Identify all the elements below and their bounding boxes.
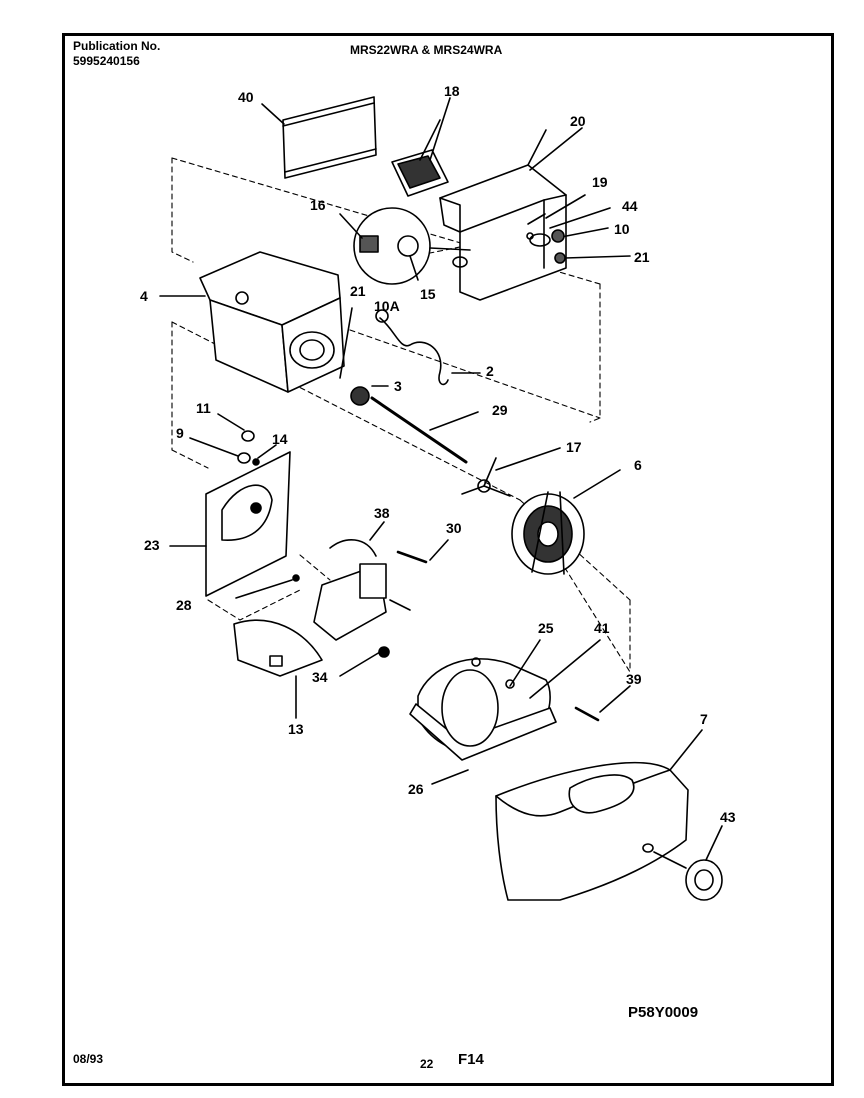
part-label-39: 39 <box>626 671 642 687</box>
motor-wiring <box>340 308 480 405</box>
part-label-20: 20 <box>570 113 586 129</box>
part-38-solenoid <box>314 522 410 657</box>
part-21-nut <box>552 230 630 263</box>
part-label-4: 4 <box>140 288 148 304</box>
part-label-10a: 10A <box>374 298 400 314</box>
part-label-9: 9 <box>176 425 184 441</box>
part-label-25: 25 <box>538 620 554 636</box>
part-29-shaft <box>372 398 478 462</box>
part-18-switch <box>392 120 448 196</box>
part-label-6: 6 <box>634 457 642 473</box>
part-17-blade <box>462 448 560 496</box>
part-28-screw <box>236 575 299 598</box>
page-number: 22 <box>420 1057 434 1071</box>
section-code: F14 <box>458 1051 484 1068</box>
part-20-housing <box>440 130 566 300</box>
washers-11-9-14 <box>190 414 276 465</box>
part-label-23: 23 <box>144 537 160 553</box>
part-label-43: 43 <box>720 809 736 825</box>
part-23-plate <box>170 452 290 596</box>
part-6-wheel <box>512 470 620 574</box>
part-13-flap <box>234 620 322 718</box>
publication-label: Publication No. <box>73 39 161 53</box>
part-label-34: 34 <box>312 669 328 685</box>
part-label-7: 7 <box>700 711 708 727</box>
part-label-11: 11 <box>196 400 211 416</box>
part-label-19: 19 <box>592 174 608 190</box>
part-34-link <box>340 652 380 676</box>
part-7-cover <box>496 730 702 900</box>
part-label-10: 10 <box>614 221 630 237</box>
part-label-38: 38 <box>374 505 390 521</box>
lamp-detail <box>340 208 470 284</box>
figure-code: P58Y0009 <box>628 1004 699 1021</box>
part-label-40: 40 <box>238 89 254 105</box>
part-30-screw <box>398 540 448 562</box>
page-frame <box>62 33 834 1086</box>
part-43-button <box>686 826 722 900</box>
model-numbers: MRS22WRA & MRS24WRA <box>350 43 503 57</box>
part-label-3: 3 <box>394 378 402 394</box>
part-label-16: 16 <box>310 197 326 213</box>
part-label-14: 14 <box>272 431 288 447</box>
leader-lines <box>262 98 582 170</box>
publication-number: 5995240156 <box>73 54 140 68</box>
part-label-15: 15 <box>420 286 436 302</box>
part-label-21-mid: 21 <box>350 283 366 299</box>
part-label-28: 28 <box>176 597 192 613</box>
part-label-17: 17 <box>566 439 582 455</box>
part-label-44: 44 <box>622 198 638 214</box>
footer-date: 08/93 <box>73 1052 104 1066</box>
part-26-chute <box>410 640 600 784</box>
part-4-housing <box>160 252 344 392</box>
part-label-13: 13 <box>288 721 304 737</box>
part-40-flap <box>283 97 376 178</box>
part-label-41: 41 <box>594 620 610 636</box>
part-39-screw <box>576 686 630 720</box>
part-label-29: 29 <box>492 402 508 418</box>
part-label-18: 18 <box>444 83 460 99</box>
part-label-2: 2 <box>486 363 494 379</box>
part-label-30: 30 <box>446 520 462 536</box>
part-label-26: 26 <box>408 781 424 797</box>
part-label-21-top: 21 <box>634 249 650 265</box>
